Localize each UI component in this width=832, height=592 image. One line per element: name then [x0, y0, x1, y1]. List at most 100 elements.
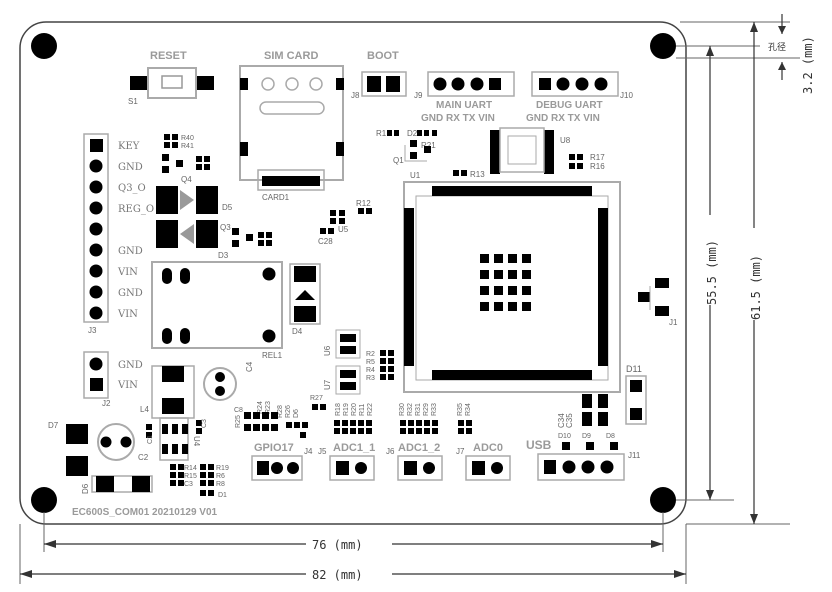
- hole-diameter-value: 3.2 (mm): [801, 36, 815, 94]
- sim-card-label: SIM CARD: [264, 50, 318, 62]
- svg-text:J6: J6: [386, 447, 395, 456]
- j3-header: [83, 133, 109, 323]
- svg-text:J11: J11: [628, 451, 641, 460]
- debug-uart-label: DEBUG UART: [536, 100, 603, 111]
- svg-text:L4: L4: [140, 405, 149, 414]
- adc1-2-header: [397, 455, 443, 481]
- svg-text:R5: R5: [366, 359, 375, 366]
- adc0-label: ADC0: [473, 442, 503, 454]
- gpio17-header: [251, 455, 303, 481]
- mount-hole-br: [650, 487, 676, 513]
- adc0-header: [465, 455, 511, 481]
- svg-text:D9: D9: [582, 433, 591, 440]
- svg-text:C34: C34: [557, 413, 566, 428]
- mount-hole-bl: [31, 487, 57, 513]
- svg-text:C4: C4: [245, 361, 254, 372]
- svg-text:REL1: REL1: [262, 351, 283, 360]
- svg-text:R19: R19: [343, 403, 350, 416]
- debug-uart-header: [531, 71, 619, 97]
- main-uart-header: [427, 71, 515, 97]
- svg-text:R34: R34: [465, 403, 472, 416]
- j3-pin-6: GND: [118, 246, 143, 257]
- svg-text:R6: R6: [216, 473, 225, 480]
- dim-horizontal-inner: 76 (mm): [312, 538, 363, 552]
- debug-uart-pins: GND RX TX VIN: [526, 113, 600, 124]
- svg-text:CARD1: CARD1: [262, 193, 290, 202]
- svg-text:R19: R19: [216, 465, 229, 472]
- svg-text:R16: R16: [590, 162, 605, 171]
- board-title: EC600S_COM01 20210129 V01: [72, 507, 218, 518]
- svg-text:U4: U4: [192, 436, 201, 447]
- svg-text:U5: U5: [338, 225, 349, 234]
- svg-text:R30: R30: [399, 403, 406, 416]
- svg-text:R22: R22: [367, 403, 374, 416]
- svg-text:S1: S1: [128, 97, 138, 106]
- svg-text:J10: J10: [620, 91, 633, 100]
- j3-pin-4: REG_O: [118, 204, 154, 215]
- j3-pin-3: Q3_O: [118, 183, 146, 194]
- svg-text:C35: C35: [565, 413, 574, 428]
- svg-text:R26: R26: [285, 405, 292, 418]
- dim-vertical-inner: 55.5 (mm): [705, 240, 719, 305]
- svg-text:R35: R35: [457, 403, 464, 416]
- svg-text:D7: D7: [48, 421, 59, 430]
- j2-pin-2: VIN: [117, 380, 138, 391]
- svg-text:R33: R33: [431, 403, 438, 416]
- svg-text:D1: D1: [218, 492, 227, 499]
- svg-text:D4: D4: [292, 327, 303, 336]
- svg-text:D6: D6: [81, 483, 90, 494]
- svg-text:D11: D11: [626, 364, 642, 374]
- svg-text:J1: J1: [669, 318, 678, 327]
- svg-text:R20: R20: [351, 403, 358, 416]
- reset-pad-r: [196, 76, 214, 90]
- svg-text:R18: R18: [335, 403, 342, 416]
- svg-text:R23: R23: [265, 401, 272, 414]
- svg-text:U1: U1: [410, 171, 421, 180]
- svg-text:R31: R31: [415, 403, 422, 416]
- svg-text:R1: R1: [376, 129, 387, 138]
- j3-pin-7: VIN: [117, 267, 138, 278]
- svg-text:Q1: Q1: [393, 156, 404, 165]
- boot-header: [361, 71, 407, 97]
- svg-text:R21: R21: [421, 141, 436, 150]
- svg-text:R12: R12: [356, 199, 371, 208]
- svg-text:C2: C2: [138, 453, 149, 462]
- svg-text:R13: R13: [470, 170, 485, 179]
- hole-diameter-label: 孔径: [768, 41, 786, 53]
- j3-pin-2: GND: [118, 162, 143, 173]
- svg-text:C3: C3: [201, 419, 208, 428]
- svg-text:U8: U8: [560, 136, 571, 145]
- svg-text:Q3: Q3: [220, 223, 231, 232]
- svg-text:D6: D6: [293, 409, 300, 418]
- svg-text:J8: J8: [351, 91, 360, 100]
- svg-text:R2: R2: [366, 351, 375, 358]
- svg-text:R25: R25: [235, 415, 242, 428]
- j3-pin-1: KEY: [118, 141, 140, 152]
- svg-text:U7: U7: [323, 379, 332, 390]
- svg-text:D5: D5: [222, 203, 233, 212]
- svg-text:R8: R8: [216, 481, 225, 488]
- svg-text:C3: C3: [184, 481, 193, 488]
- j2-pin-1: GND: [118, 360, 143, 371]
- svg-text:R41: R41: [181, 143, 194, 150]
- svg-text:J7: J7: [456, 447, 465, 456]
- j3-pin-8: GND: [118, 288, 143, 299]
- svg-text:R11: R11: [359, 404, 366, 416]
- svg-text:D10: D10: [558, 433, 571, 440]
- svg-text:R3: R3: [366, 375, 375, 382]
- reset-label: RESET: [150, 50, 187, 62]
- svg-text:C1: C1: [147, 435, 154, 444]
- adc1-1-label: ADC1_1: [333, 442, 375, 454]
- boot-label: BOOT: [367, 50, 399, 62]
- main-uart-label: MAIN UART: [436, 100, 492, 111]
- svg-text:R15: R15: [184, 473, 197, 480]
- svg-text:J3: J3: [88, 326, 97, 335]
- svg-text:R32: R32: [407, 403, 414, 416]
- dim-horizontal-outer: 82 (mm): [312, 568, 363, 582]
- relay-rel1: [151, 261, 283, 349]
- reset-pad-l: [130, 76, 148, 90]
- svg-text:Q4: Q4: [181, 175, 192, 184]
- mount-hole-tl: [31, 33, 57, 59]
- svg-text:R24: R24: [257, 401, 264, 414]
